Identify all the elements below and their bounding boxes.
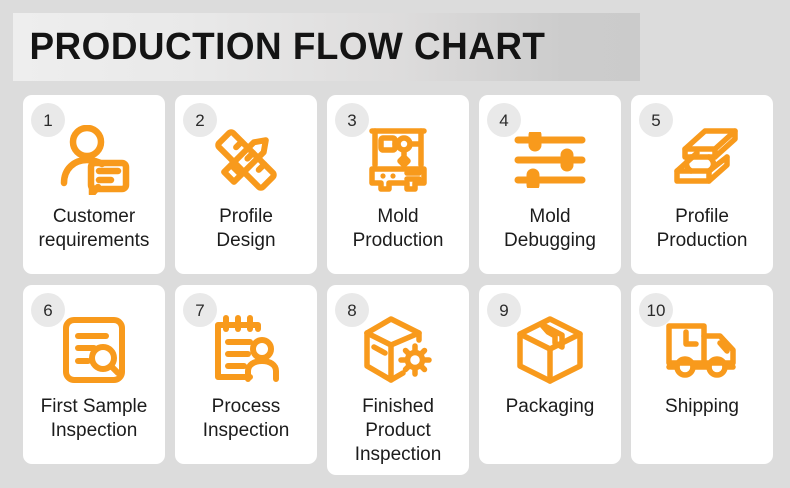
step-card-6[interactable]: 6 First Sample Inspection [23,285,165,464]
delivery-truck-clock-icon [631,311,773,389]
step-card-7[interactable]: 7 Process Inspection [175,285,317,464]
step-number-badge: 5 [639,103,673,137]
document-magnifier-icon [23,311,165,389]
step-label: Process Inspection [202,396,290,441]
step-label: Profile Design [216,206,276,251]
clipboard-person-icon [175,311,317,389]
step-card-4[interactable]: 4 Mold Debugging [479,95,621,274]
step-label: Mold Debugging [504,206,596,251]
step-label: First Sample Inspection [40,396,148,441]
milling-machine-icon [327,121,469,199]
step-label: Packaging [505,396,595,417]
step-card-3[interactable]: 3 Mold Production [327,95,469,274]
steps-grid: 1 Customer requirements 2 [23,95,773,475]
step-number-badge: 3 [335,103,369,137]
step-label: Shipping [665,396,739,417]
step-card-9[interactable]: 9 Packaging [479,285,621,464]
step-card-8[interactable]: 8 Finished Product Inspection [327,285,469,475]
step-number-badge: 9 [487,293,521,327]
pencil-and-ruler-icon [175,121,317,199]
step-card-5[interactable]: 5 Profile Production [631,95,773,274]
step-number-badge: 10 [639,293,673,327]
step-label: Customer requirements [38,206,150,251]
step-card-10[interactable]: 10 Shipping [631,285,773,464]
step-label: Finished Product Inspection [354,396,442,465]
step-number-badge: 8 [335,293,369,327]
sealed-box-icon [479,311,621,389]
page-title: PRODUCTION FLOW CHART [29,25,546,68]
box-gear-icon [327,311,469,389]
step-card-2[interactable]: 2 Profile Design [175,95,317,274]
step-number-badge: 7 [183,293,217,327]
step-number-badge: 6 [31,293,65,327]
step-number-badge: 4 [487,103,521,137]
step-number-badge: 2 [183,103,217,137]
step-label: Mold Production [352,206,444,251]
step-label: Profile Production [656,206,748,251]
extrusion-profile-icon [631,121,773,199]
person-with-speech-bubble-icon [23,121,165,199]
step-card-1[interactable]: 1 Customer requirements [23,95,165,274]
step-number-badge: 1 [31,103,65,137]
title-banner: PRODUCTION FLOW CHART [13,13,640,81]
sliders-icon [479,121,621,199]
